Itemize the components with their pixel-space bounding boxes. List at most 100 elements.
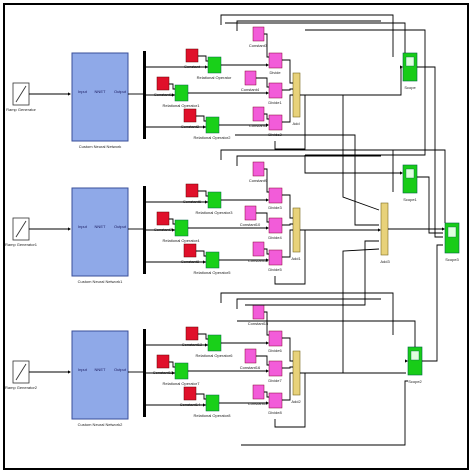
divide-block[interactable] xyxy=(268,114,283,131)
constant-label: Constant13 xyxy=(153,370,174,375)
add-block-total[interactable] xyxy=(380,202,389,256)
signal-line xyxy=(233,149,446,223)
signal-line xyxy=(264,113,269,120)
arrowhead xyxy=(266,341,269,345)
signal-line xyxy=(282,366,293,369)
gain-constant-block[interactable] xyxy=(252,161,265,177)
scope-label: Scope1 xyxy=(403,197,417,202)
divide-label: Divide5 xyxy=(268,267,282,272)
gain-constant-block[interactable] xyxy=(252,106,265,122)
gain-constant-block[interactable] xyxy=(252,384,265,400)
gain-constant-block[interactable] xyxy=(252,26,265,42)
ramp-icon xyxy=(15,220,27,238)
gain-constant-block[interactable] xyxy=(252,241,265,257)
signal-line xyxy=(245,240,379,306)
constant-block[interactable] xyxy=(183,243,197,258)
gain-constant-label: Constant11 xyxy=(248,258,269,263)
nn-title: NNET xyxy=(95,89,106,94)
signal-line xyxy=(282,229,293,258)
constant-block[interactable] xyxy=(183,108,197,123)
add-block[interactable] xyxy=(292,350,301,396)
gain-constant-label: Constant16 xyxy=(240,365,261,370)
ramp-generator-label: Ramp Generator1 xyxy=(5,242,38,247)
constant-block[interactable] xyxy=(156,354,170,369)
constant-block[interactable] xyxy=(185,183,199,198)
divide-block[interactable] xyxy=(268,82,283,99)
nn-output-port-label: Output xyxy=(114,89,127,94)
divide-block[interactable] xyxy=(268,52,283,69)
constant-block[interactable] xyxy=(185,48,199,63)
signal-line xyxy=(235,134,379,226)
constant-block[interactable] xyxy=(185,326,199,341)
nn-block-label: Custom Neural Network1 xyxy=(78,279,123,284)
signal-line xyxy=(169,361,175,368)
divide-block[interactable] xyxy=(268,330,283,347)
scope-screen-icon xyxy=(405,56,415,67)
relational-operator-block[interactable] xyxy=(174,362,189,380)
divide-label: Divide xyxy=(269,70,281,75)
constant-label: Constant7 xyxy=(154,227,173,232)
gain-constant-block[interactable] xyxy=(244,348,257,364)
signal-line xyxy=(282,194,293,219)
scope-screen-icon xyxy=(447,226,457,238)
neural-network-block[interactable] xyxy=(71,187,129,277)
neural-network-block[interactable] xyxy=(71,330,129,420)
signal-line xyxy=(274,95,306,150)
relational-operator-label: Relational Operator7 xyxy=(163,381,201,386)
signal-line xyxy=(422,244,443,362)
divide-block[interactable] xyxy=(268,360,283,377)
signal-line xyxy=(417,176,443,234)
signal-line xyxy=(236,20,381,31)
neural-network-block[interactable] xyxy=(71,52,129,142)
scope-screen-icon xyxy=(410,350,420,361)
add-label: Add xyxy=(292,121,299,126)
relational-operator-block[interactable] xyxy=(205,394,220,412)
constant-block[interactable] xyxy=(183,386,197,401)
constant-label: Constant2 xyxy=(181,124,200,129)
nn-block-label: Custom Neural Network xyxy=(79,144,121,149)
gain-constant-block[interactable] xyxy=(252,304,265,320)
add-total-label: Add3 xyxy=(380,259,390,264)
signal-line xyxy=(264,248,269,255)
add-block[interactable] xyxy=(292,72,301,118)
arrowhead xyxy=(400,65,403,69)
signal-line xyxy=(274,373,306,428)
relational-operator-block[interactable] xyxy=(205,251,220,269)
nn-input-port-label: Input xyxy=(78,89,88,94)
add-block[interactable] xyxy=(292,207,301,253)
divide-block[interactable] xyxy=(268,249,283,266)
divide-block[interactable] xyxy=(268,217,283,234)
constant-block[interactable] xyxy=(156,211,170,226)
relational-operator-label: Relational Operator1 xyxy=(163,103,201,108)
relational-operator-block[interactable] xyxy=(207,334,222,352)
demux-bar xyxy=(143,186,146,274)
divide-block[interactable] xyxy=(268,392,283,409)
relational-operator-block[interactable] xyxy=(207,191,222,209)
arrowhead xyxy=(266,369,269,373)
relational-operator-label: Relational Operator8 xyxy=(194,413,232,418)
constant-block[interactable] xyxy=(156,76,170,91)
ramp-icon xyxy=(15,85,27,103)
relational-operator-label: Relational Operator6 xyxy=(196,353,234,358)
signal-line xyxy=(220,292,394,335)
relational-operator-block[interactable] xyxy=(205,116,220,134)
signal-line xyxy=(256,355,269,366)
relational-operator-block[interactable] xyxy=(207,56,222,74)
divide-block[interactable] xyxy=(268,187,283,204)
signal-line xyxy=(236,298,381,309)
ramp-icon xyxy=(15,363,27,381)
relational-operator-block[interactable] xyxy=(174,219,189,237)
gain-constant-block[interactable] xyxy=(244,205,257,221)
arrowhead xyxy=(405,359,408,363)
gain-constant-block[interactable] xyxy=(244,70,257,86)
nn-output-port-label: Output xyxy=(114,367,127,372)
signal-line xyxy=(282,59,293,84)
relational-operator-block[interactable] xyxy=(174,84,189,102)
scope-label: Scope2 xyxy=(408,379,422,384)
arrowhead xyxy=(266,123,269,127)
signal-line xyxy=(300,67,402,96)
signal-line xyxy=(282,372,293,401)
